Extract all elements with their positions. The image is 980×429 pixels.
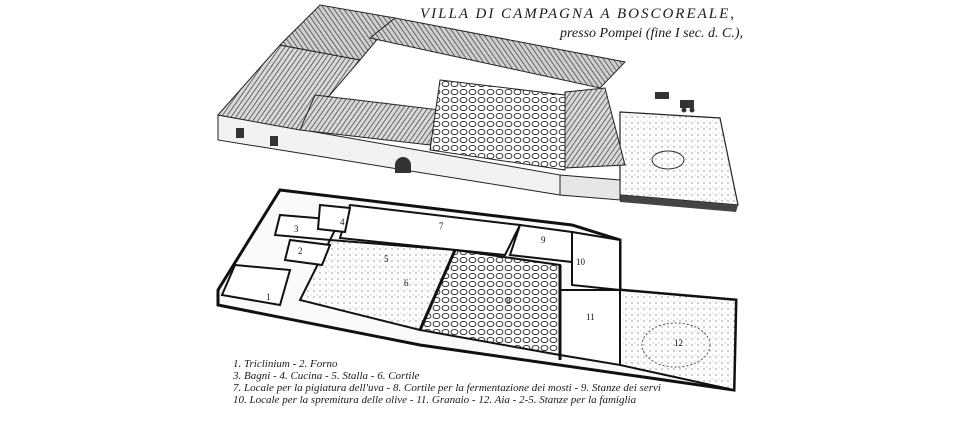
plan-number-4: 4 bbox=[340, 217, 345, 227]
plan-number-6: 6 bbox=[404, 278, 409, 288]
plan-number-8: 8 bbox=[506, 296, 511, 306]
legend-line-2: 3. Bagni - 4. Cucina - 5. Stalla - 6. Co… bbox=[233, 370, 420, 382]
legend-line-3: 7. Locale per la pigiatura dell'uva - 8.… bbox=[233, 382, 661, 394]
legend-line-1: 1. Triclinium - 2. Forno bbox=[233, 358, 338, 370]
plan-number-5: 5 bbox=[384, 254, 389, 264]
plan-number-7: 7 bbox=[439, 221, 444, 231]
plan-number-11: 11 bbox=[586, 312, 595, 322]
diagram-title: VILLA DI CAMPAGNA A BOSCOREALE, bbox=[420, 6, 737, 22]
plan-number-12: 12 bbox=[674, 338, 683, 348]
plan-number-3: 3 bbox=[294, 224, 299, 234]
plan-view bbox=[216, 188, 738, 392]
diagram-subtitle: presso Pompei (fine I sec. d. C.), bbox=[560, 26, 743, 41]
legend-line-4: 10. Locale per la spremitura delle olive… bbox=[233, 394, 637, 406]
plan-number-10: 10 bbox=[576, 257, 586, 267]
plan-number-2: 2 bbox=[298, 246, 303, 256]
perspective-view bbox=[217, 4, 739, 212]
plan-number-9: 9 bbox=[541, 235, 546, 245]
plan-number-1: 1 bbox=[266, 292, 271, 302]
plan-labels: 1 2 3 4 5 6 7 8 9 10 11 12 bbox=[266, 217, 683, 348]
